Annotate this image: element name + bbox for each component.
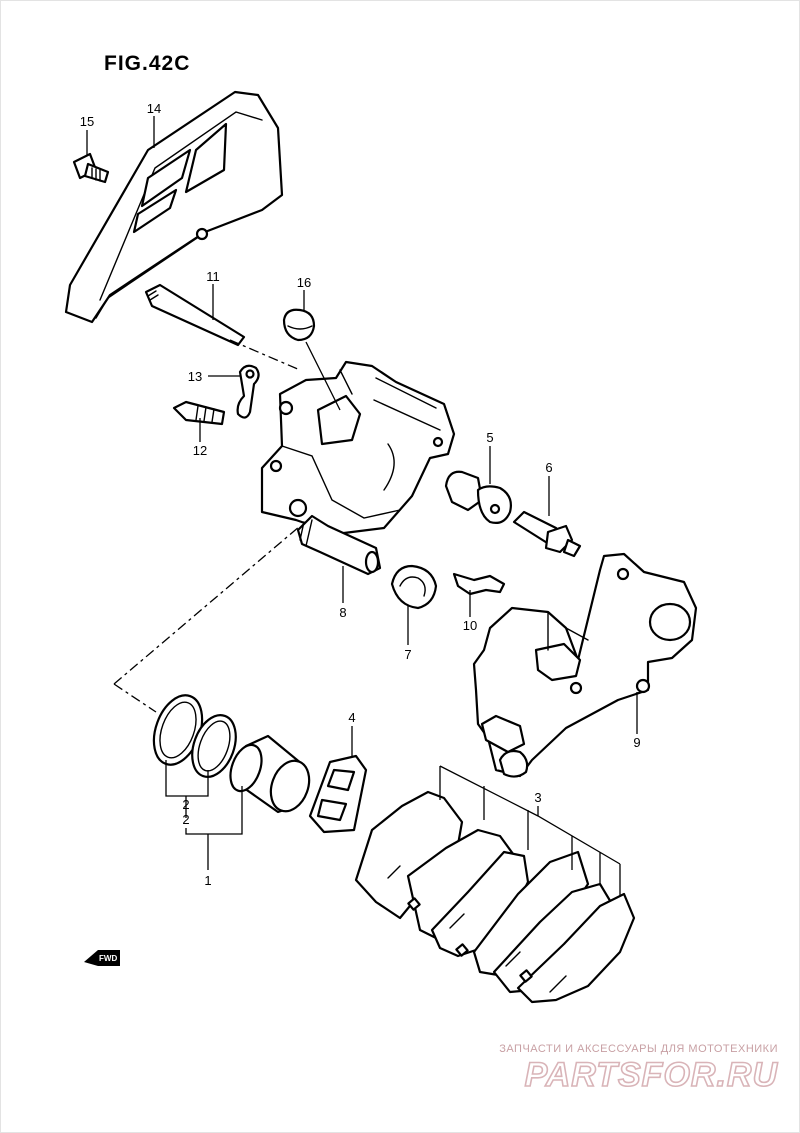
slide-boot-part-5 [444, 470, 512, 524]
dust-seal-part-7 [390, 564, 438, 610]
caliper-guard-part-14 [64, 90, 284, 324]
pad-shim-part-4 [308, 754, 368, 834]
forward-arrow-icon: FWD [84, 950, 120, 966]
callout-labels: 15 14 11 16 13 12 5 6 8 7 10 9 4 2 2 1 3 [80, 101, 641, 888]
watermark: ЗАПЧАСТИ И АКСЕССУАРЫ ДЛЯ МОТОТЕХНИКИ PA… [499, 1043, 779, 1095]
retaining-clip-part-13 [236, 364, 260, 419]
bleeder-cap-part-16 [282, 308, 316, 342]
caliper-body [260, 360, 456, 536]
callout-6: 6 [545, 460, 552, 475]
callout-12: 12 [193, 443, 207, 458]
centerlines [113, 339, 301, 713]
piston-seals-part-2 [152, 694, 237, 778]
callout-8: 8 [339, 605, 346, 620]
callout-7: 7 [404, 647, 411, 662]
callout-1: 1 [204, 873, 211, 888]
figure-title: FIG.42C [104, 52, 190, 75]
leader-lines [86, 116, 638, 896]
callout-2-inner: 2 [182, 797, 189, 812]
slide-pin-part-6 [512, 510, 582, 558]
piston [229, 734, 311, 814]
callout-13: 13 [188, 369, 202, 384]
callout-9: 9 [633, 735, 640, 750]
sleeve-part-8 [296, 514, 382, 576]
callout-11: 11 [206, 269, 220, 284]
callout-2: 2 [182, 812, 189, 827]
caliper-bracket-part-9 [472, 552, 698, 778]
watermark-logo: PARTSFOR.RU [525, 1056, 779, 1094]
watermark-tagline: ЗАПЧАСТИ И АКСЕССУАРЫ ДЛЯ МОТОТЕХНИКИ [499, 1043, 778, 1055]
callout-15: 15 [80, 114, 94, 129]
bleeder-screw-part-12 [172, 400, 226, 426]
callout-16: 16 [297, 275, 311, 290]
callout-14: 14 [147, 101, 161, 116]
spring-clip-part-10 [452, 572, 506, 596]
callout-5: 5 [486, 430, 493, 445]
callout-10: 10 [463, 618, 477, 633]
fwd-label: FWD [99, 954, 117, 963]
guard-bolt-part-15 [72, 152, 110, 184]
brake-pads-part-3 [354, 790, 636, 1004]
callout-4: 4 [348, 710, 355, 725]
pad-pin-part-11 [144, 283, 246, 347]
callout-3: 3 [534, 790, 541, 805]
